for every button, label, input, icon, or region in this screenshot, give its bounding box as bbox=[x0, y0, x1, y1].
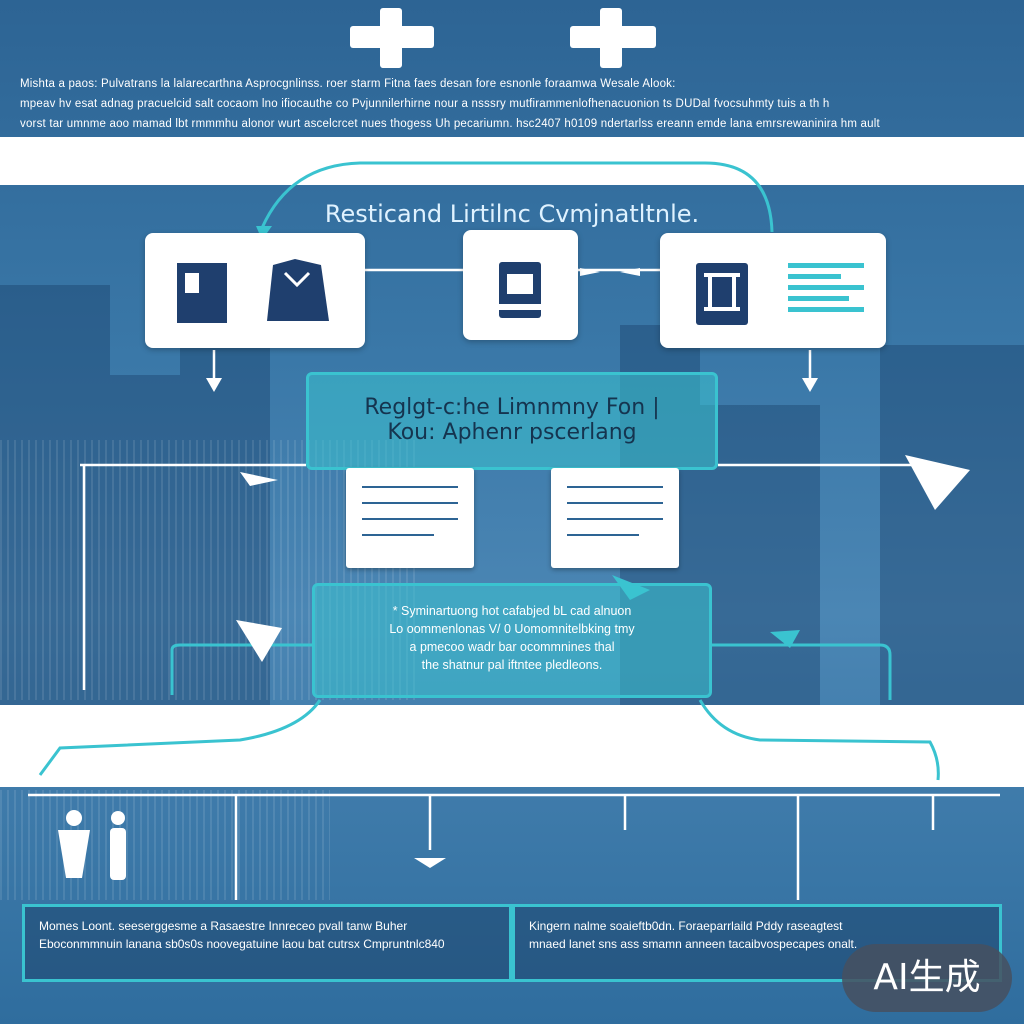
process-card-center[interactable] bbox=[463, 230, 578, 340]
top-plus-icon-right bbox=[570, 8, 656, 68]
people-icon bbox=[58, 810, 126, 880]
footer-panel-left[interactable]: Momes Loont. seeserggesme a Rasaestre In… bbox=[22, 904, 512, 982]
footer-left-line-1: Momes Loont. seeserggesme a Rasaestre In… bbox=[39, 919, 408, 933]
footer-left-line-2: Eboconmmnuin lanana sb0s0s noovegatuine … bbox=[39, 937, 445, 951]
top-white-band bbox=[0, 137, 1024, 185]
description-box[interactable]: * Syminartuong hot cafabjed bL cad alnuo… bbox=[312, 583, 712, 698]
center-box-line-2: Kou: Aphenr pscerlang bbox=[387, 420, 637, 445]
footer-right-line-2: mnaed lanet sns ass smamn anneen tacaibv… bbox=[529, 937, 858, 951]
bottom-white-band bbox=[0, 705, 1024, 787]
header-line-3: vorst tar umnme aoo mamad lbt rmmmhu alo… bbox=[20, 118, 880, 130]
process-card-left[interactable] bbox=[145, 233, 365, 348]
top-plus-icon-left bbox=[350, 8, 434, 68]
center-box-line-1: Reglgt-c:he Limnmny Fon | bbox=[364, 395, 660, 420]
progress-stripes bbox=[788, 263, 864, 318]
clothing-icon bbox=[177, 259, 329, 323]
footer-right-line-1: Kingern nalme soaieftb0dn. Foraeparrlail… bbox=[529, 919, 843, 933]
document-card-left[interactable] bbox=[346, 468, 474, 568]
process-card-right[interactable] bbox=[660, 233, 886, 348]
center-process-box[interactable]: Reglgt-c:he Limnmny Fon | Kou: Aphenr ps… bbox=[306, 372, 718, 470]
ai-generated-badge: AI生成 bbox=[842, 944, 1012, 1012]
description-line-1: * Syminartuong hot cafabjed bL cad alnuo… bbox=[392, 604, 632, 618]
description-line-2: Lo oommenlonas V/ 0 Uomomnitelbking tmy bbox=[389, 622, 635, 636]
description-line-4: the shatnur pal iftntee pledleons. bbox=[421, 658, 603, 672]
diagram-title: Resticand Lirtilnc Cvmjnatltnle. bbox=[324, 200, 700, 228]
device-icon bbox=[499, 262, 541, 318]
description-line-3: a pmecoo wadr bar ocommnines thal bbox=[409, 640, 615, 654]
frame-icon bbox=[696, 263, 748, 325]
document-card-right[interactable] bbox=[551, 468, 679, 568]
header-line-1: Mishta a paos: Pulvatrans la lalarecarth… bbox=[20, 78, 676, 90]
header-line-2: mpeav hv esat adnag pracuelcid salt coca… bbox=[20, 98, 830, 110]
